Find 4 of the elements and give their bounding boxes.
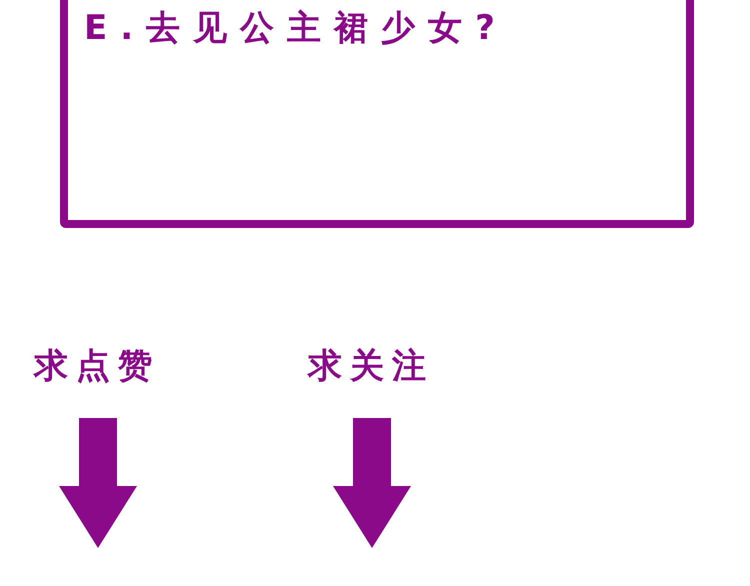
- request-text: 求关注: [308, 346, 434, 387]
- question-text: E.去见公主裙少女?: [84, 8, 508, 49]
- question-frame: [60, 0, 694, 228]
- request-text: 求点赞: [34, 346, 160, 387]
